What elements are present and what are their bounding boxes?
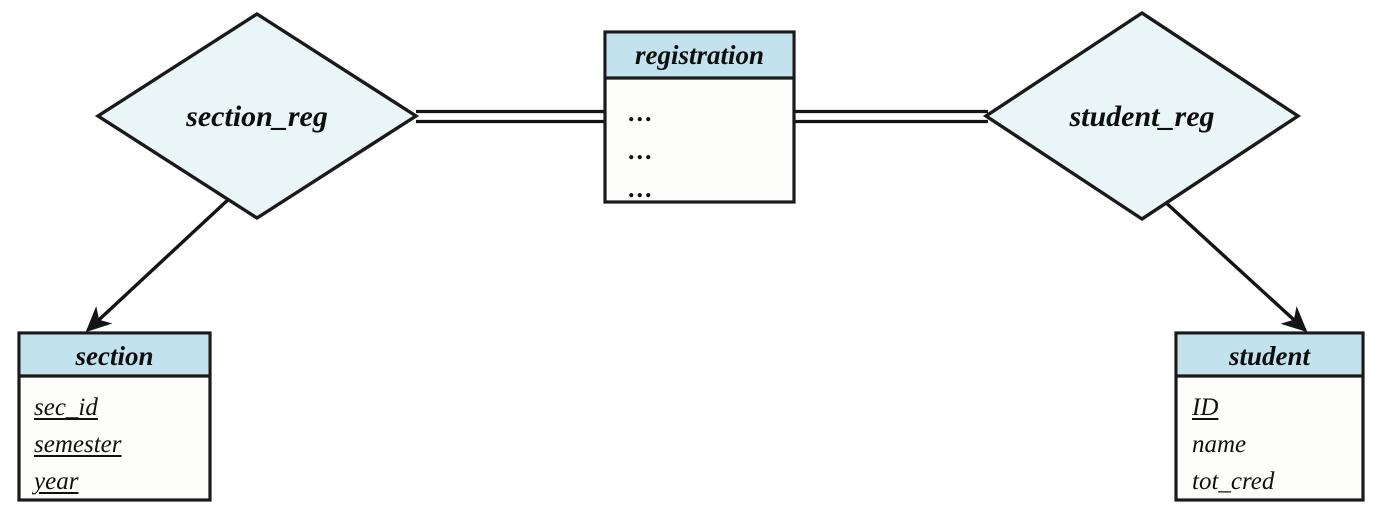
relationship-diamond-student_reg[interactable] (982, 10, 1302, 222)
relationship-diamond-section_reg[interactable] (94, 11, 420, 221)
connector-section_reg-section (85, 195, 233, 333)
connector-section_reg-registration (416, 109, 606, 124)
connector-student_reg-student (1161, 198, 1308, 333)
aggregation-box-registration[interactable] (603, 30, 796, 204)
entity-box-section[interactable] (17, 331, 212, 502)
entity-box-student[interactable] (1174, 331, 1365, 502)
connector-registration-student_reg (793, 109, 988, 124)
